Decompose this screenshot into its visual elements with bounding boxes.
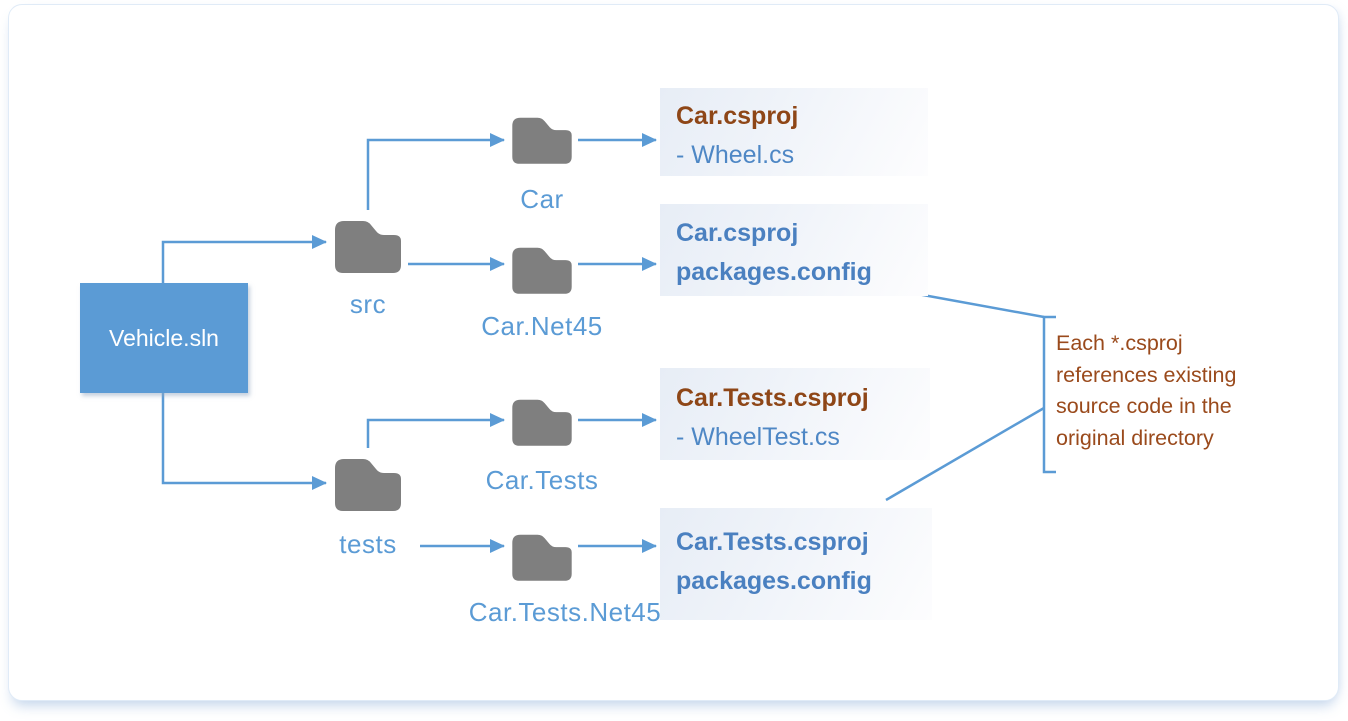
folder-icon — [512, 534, 572, 581]
annotation-line: Each *.csproj — [1056, 331, 1183, 355]
file-name-wheel-cs: - Wheel.cs — [676, 141, 795, 169]
annotation-line: references existing — [1056, 362, 1237, 387]
folder-src-label: src — [349, 289, 387, 319]
folder-icon — [512, 399, 572, 446]
folder-car-net45 — [506, 238, 578, 300]
file-name-packages-config: packages.config — [676, 258, 872, 286]
file-block-car-net45: Car.csproj packages.config — [660, 204, 928, 296]
annotation-line: source code in the — [1056, 394, 1232, 418]
arrow-src-to-car — [366, 133, 505, 210]
file-block-car: Car.csproj - Wheel.cs — [660, 88, 928, 176]
folder-tests — [328, 448, 408, 518]
folder-car — [506, 108, 578, 170]
folder-car-tests-net45-label: Car.Tests.Net45 — [468, 597, 662, 627]
folder-icon — [335, 459, 401, 511]
callout-line-bottom — [885, 406, 1045, 502]
file-name-car-tests-csproj: Car.Tests.csproj — [676, 528, 869, 556]
folder-src — [328, 210, 408, 280]
solution-label: Vehicle.sln — [109, 324, 219, 351]
folder-car-label: Car — [520, 184, 564, 214]
solution-node: Vehicle.sln — [80, 283, 248, 393]
file-name-car-csproj: Car.csproj — [676, 219, 799, 247]
folder-tests-label: tests — [339, 529, 397, 559]
file-block-car-tests: Car.Tests.csproj - WheelTest.cs — [660, 368, 930, 460]
folder-car-tests — [506, 390, 578, 452]
folder-icon — [335, 221, 401, 273]
folder-icon — [512, 117, 572, 164]
annotation-line: original directory — [1056, 425, 1214, 450]
arrow-solution-to-tests — [161, 393, 327, 490]
arrow-solution-to-src — [161, 235, 327, 283]
file-block-car-tests-net45: Car.Tests.csproj packages.config — [660, 508, 932, 620]
folder-car-tests-net45 — [506, 525, 578, 587]
folder-car-net45-label: Car.Net45 — [481, 311, 603, 341]
file-name-packages-config: packages.config — [676, 567, 872, 595]
file-name-car-csproj: Car.csproj — [676, 102, 799, 130]
callout-bracket — [1042, 315, 1056, 474]
file-name-wheeltest-cs: - WheelTest.cs — [676, 423, 840, 451]
callout-annotation: Each *.csproj references existing source… — [1056, 328, 1286, 454]
folder-icon — [512, 247, 572, 294]
callout-line-top — [911, 291, 1045, 319]
arrow-tests-to-car-tests — [366, 413, 505, 448]
folder-car-tests-label: Car.Tests — [485, 465, 599, 495]
file-name-car-tests-csproj: Car.Tests.csproj — [676, 384, 869, 412]
